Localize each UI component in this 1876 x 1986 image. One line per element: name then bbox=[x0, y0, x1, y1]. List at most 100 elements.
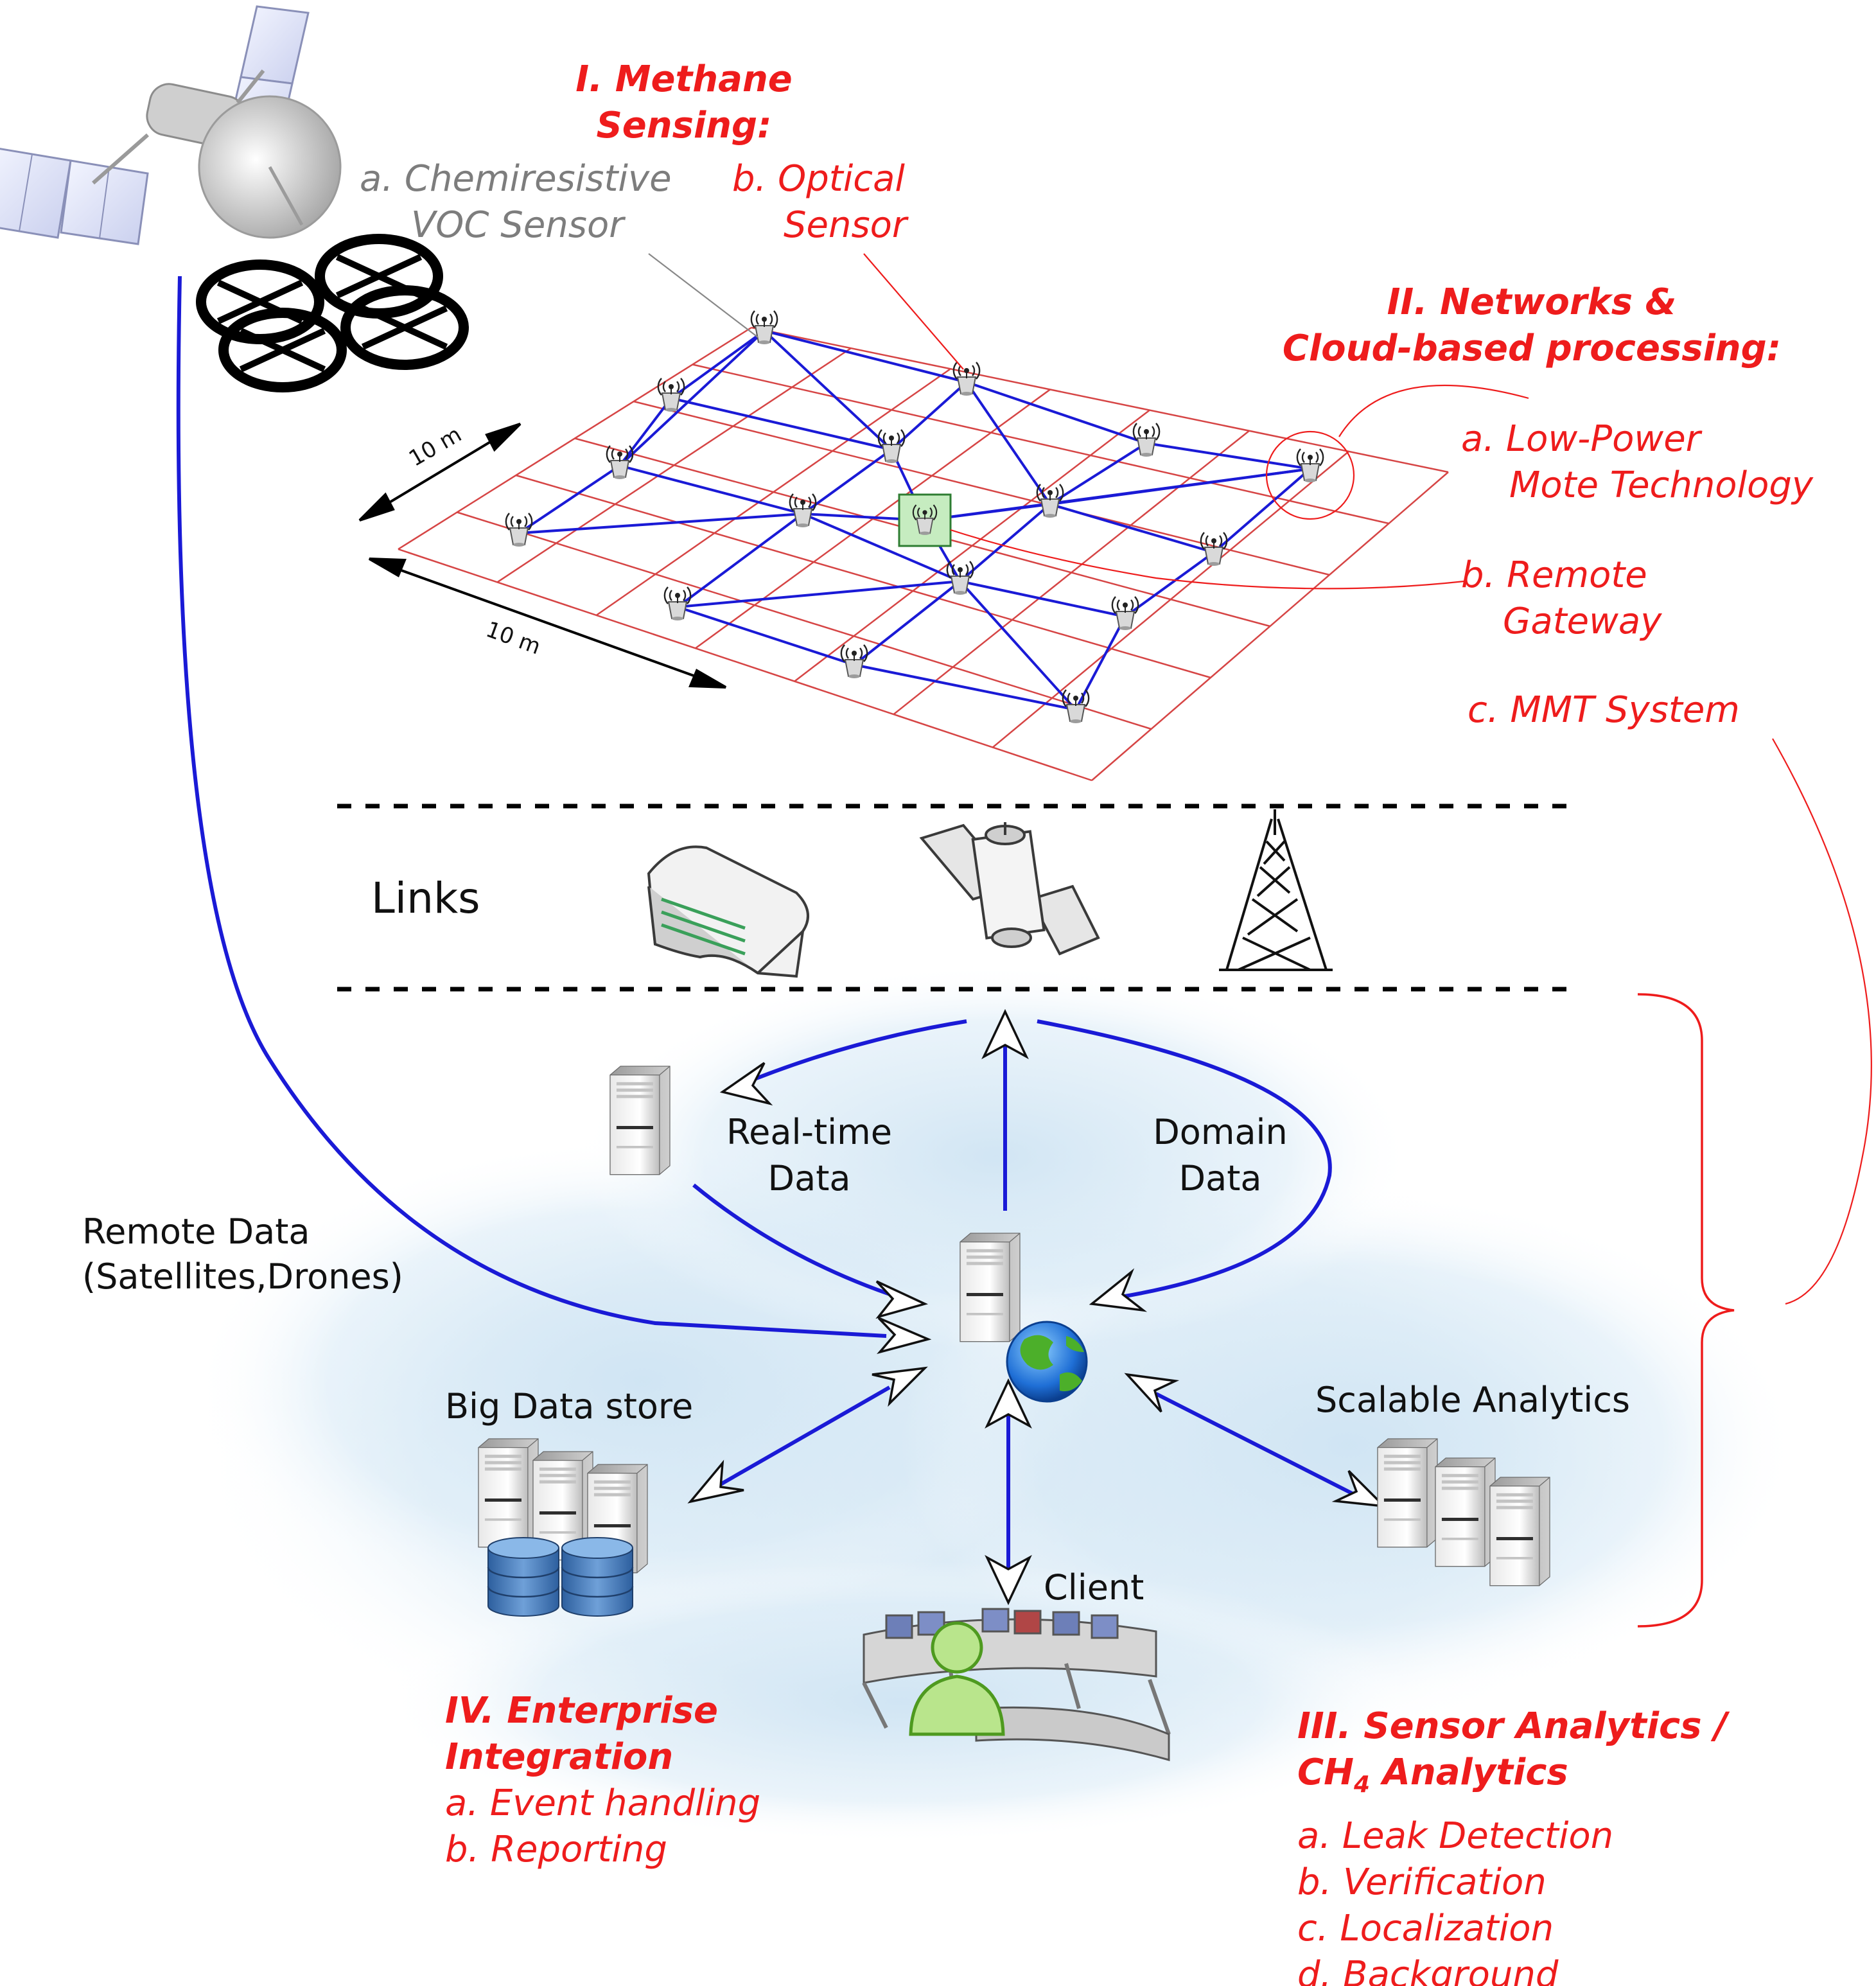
flow-arrows bbox=[692, 1019, 1360, 1586]
grid-line bbox=[398, 326, 752, 550]
server-icon bbox=[609, 1066, 671, 1175]
grid-line bbox=[496, 347, 852, 583]
mesh-link bbox=[670, 330, 766, 400]
drone-icon bbox=[196, 234, 469, 392]
analytics-item: b. Verification bbox=[1297, 1861, 1547, 1904]
mesh-link bbox=[618, 397, 672, 467]
enterprise-title-line1: IV. Enterprise bbox=[445, 1690, 718, 1732]
realtime-data-label: Real-time Data bbox=[716, 1109, 902, 1202]
sensor-mote-icon bbox=[877, 428, 906, 464]
gateway-callout-line bbox=[950, 529, 1465, 590]
methane-sensing-title: I. Methane Sensing: bbox=[568, 57, 800, 149]
mesh-link bbox=[618, 330, 766, 467]
sensor-mote-icon bbox=[1132, 422, 1161, 458]
remote-data-label-line1: Remote Data bbox=[82, 1211, 310, 1252]
enterprise-item: b. Reporting bbox=[445, 1829, 667, 1870]
realtime-to-central-arrow bbox=[692, 1183, 900, 1299]
low-power-label-line1: a. Low-Power bbox=[1461, 418, 1701, 460]
satellite-icon bbox=[0, 5, 342, 245]
user-icon bbox=[909, 1621, 1005, 1736]
sensor-mote-icon bbox=[663, 586, 692, 622]
bigdata-link-arrow bbox=[692, 1385, 891, 1502]
enterprise-item: a. Event handling bbox=[445, 1782, 761, 1824]
analytics-item: c. Localization bbox=[1297, 1908, 1554, 1950]
mesh-link bbox=[966, 381, 1147, 444]
networks-title-line1: II. Networks & bbox=[1387, 281, 1677, 323]
sensor-mote-icon bbox=[789, 493, 817, 529]
chemiresistive-label-line2: VOC Sensor bbox=[411, 204, 624, 246]
remote-gateway-label-line2: Gateway bbox=[1503, 601, 1662, 642]
scalable-link-arrow bbox=[1155, 1392, 1360, 1498]
mmt-system-label: c. MMT System bbox=[1468, 689, 1740, 731]
chemiresistive-label: a. Chemiresistive VOC Sensor bbox=[360, 156, 672, 249]
client-label: Client bbox=[1044, 1567, 1144, 1608]
mesh-link bbox=[677, 606, 855, 666]
mesh-link bbox=[764, 330, 967, 383]
domain-data-label: Domain Data bbox=[1137, 1109, 1304, 1202]
chemiresistive-label-line1: a. Chemiresistive bbox=[360, 158, 672, 200]
sensor-analytics-block: III. Sensor Analytics / CH4 Analytics a.… bbox=[1297, 1703, 1728, 1986]
remote-gateway-label: b. Remote Gateway bbox=[1461, 552, 1661, 645]
sensor-mesh bbox=[505, 310, 1324, 725]
low-power-callout-line bbox=[1338, 384, 1529, 437]
radio-tower-icon bbox=[1219, 809, 1333, 971]
sensor-mote-icon bbox=[1200, 531, 1228, 567]
gateway-icon bbox=[898, 493, 952, 547]
sensor-analytics-title-line2: CH4 Analytics bbox=[1297, 1750, 1728, 1808]
sensor-mote-icon bbox=[840, 644, 868, 680]
mesh-link bbox=[802, 448, 893, 515]
networks-title: II. Networks & Cloud-based processing: bbox=[1256, 279, 1808, 372]
optical-sensor-label-line1: b. Optical bbox=[732, 158, 905, 200]
grid-line bbox=[794, 409, 1150, 682]
sensor-mote-icon bbox=[1111, 595, 1139, 631]
sensor-mote-icon bbox=[505, 512, 533, 548]
mesh-link bbox=[802, 513, 961, 583]
realtime-data-label-line1: Real-time bbox=[726, 1112, 892, 1152]
globe-icon bbox=[1006, 1321, 1088, 1403]
mmt-callout-line bbox=[1772, 738, 1872, 1305]
mesh-link bbox=[1074, 616, 1126, 710]
domain-to-central-arrow bbox=[1037, 1019, 1332, 1299]
grid-line bbox=[1091, 471, 1449, 781]
mesh-link bbox=[518, 513, 803, 534]
mesh-link bbox=[1049, 503, 1214, 554]
sensor-grid bbox=[398, 326, 1449, 782]
analytics-item: a. Leak Detection bbox=[1297, 1815, 1614, 1858]
mesh-link bbox=[671, 397, 892, 451]
sensor-analytics-title-line1: III. Sensor Analytics / bbox=[1297, 1705, 1728, 1747]
mesh-link bbox=[1124, 551, 1215, 618]
grid-line bbox=[695, 389, 1051, 649]
grid-line bbox=[457, 511, 1152, 730]
mesh-link bbox=[1213, 468, 1311, 554]
remote-data-label-line2: (Satellites,Drones) bbox=[82, 1256, 403, 1297]
big-data-store-label: Big Data store bbox=[445, 1386, 694, 1427]
router-icon bbox=[647, 845, 809, 978]
grid-line bbox=[751, 326, 1449, 473]
cloud-background bbox=[193, 963, 1798, 1843]
grid-line bbox=[515, 474, 1211, 679]
mesh-link bbox=[763, 330, 893, 451]
grid-line bbox=[398, 548, 1092, 782]
low-power-label: a. Low-Power Mote Technology bbox=[1461, 416, 1813, 509]
ch-subscript: 4 bbox=[1353, 1771, 1371, 1798]
remote-data-link bbox=[176, 276, 887, 1338]
mesh-link bbox=[959, 503, 1051, 583]
analytics-bracket bbox=[1637, 993, 1735, 1628]
mesh-link bbox=[965, 381, 1051, 505]
domain-data-label-line2: Data bbox=[1179, 1158, 1262, 1199]
remote-data-label: Remote Data (Satellites,Drones) bbox=[82, 1209, 403, 1299]
mesh-link bbox=[959, 580, 1077, 711]
analytics-suffix: Analytics bbox=[1370, 1752, 1568, 1793]
optical-callout-line bbox=[863, 253, 964, 370]
mesh-link bbox=[960, 580, 1126, 618]
ch-prefix: CH bbox=[1297, 1752, 1354, 1793]
optical-sensor-label-line2: Sensor bbox=[784, 204, 907, 246]
central-server-icon bbox=[960, 1233, 1021, 1342]
methane-sensing-title-line2: Sensing: bbox=[596, 105, 772, 146]
grid-line bbox=[992, 450, 1349, 748]
links-label: Links bbox=[371, 874, 480, 923]
optical-sensor-label: b. Optical Sensor bbox=[732, 156, 907, 249]
grid-line bbox=[893, 430, 1250, 716]
